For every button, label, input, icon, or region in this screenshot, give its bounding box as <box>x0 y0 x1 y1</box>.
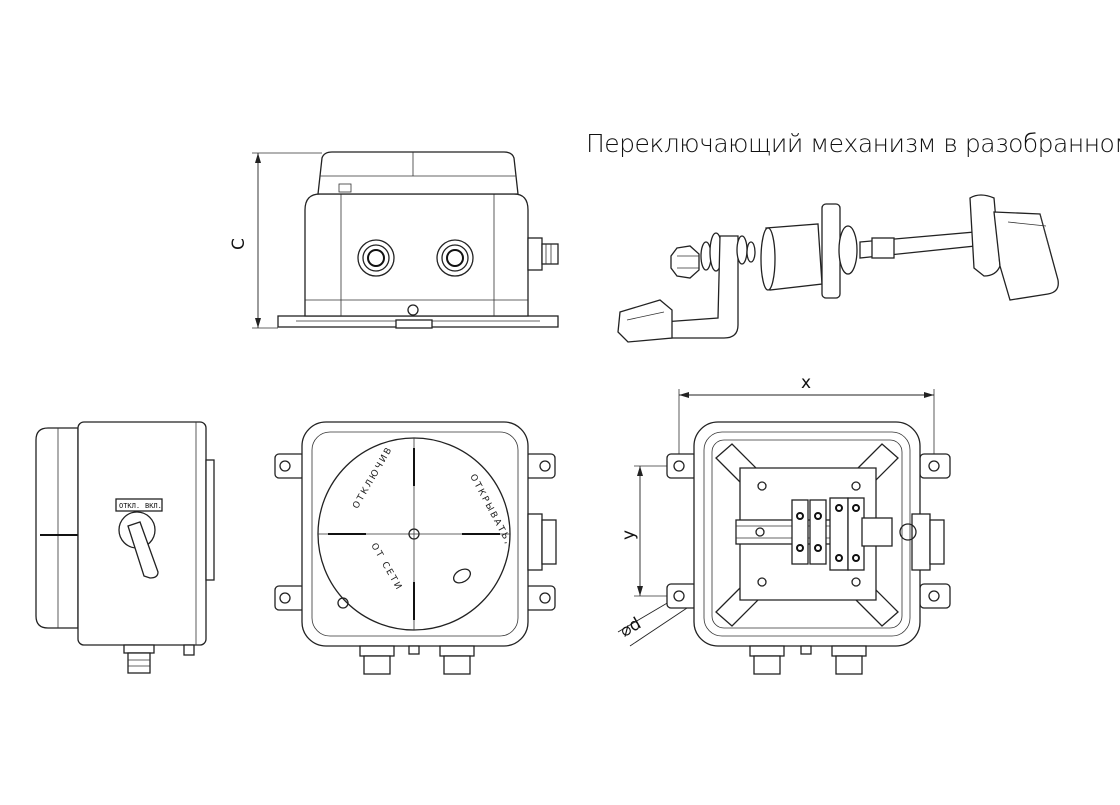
handle-lever <box>993 211 1059 301</box>
dim-x-label: x <box>801 373 811 393</box>
dim-y-label: y <box>619 530 639 540</box>
nut <box>670 245 700 279</box>
drawing-title: Переключающий механизм в разобранном вид… <box>586 129 1120 158</box>
switch-lever <box>127 521 159 579</box>
side-view: C <box>229 151 559 329</box>
handle-knob <box>969 194 1001 277</box>
exploded-mechanism <box>617 194 1059 343</box>
terminal-block <box>791 497 865 571</box>
front-view-switch: ОТКЛ. ВКЛ. <box>35 421 215 674</box>
cable-gland-left <box>357 239 395 277</box>
cable-gland-right <box>436 239 474 277</box>
switch-label-off: ОТКЛ. <box>119 502 140 510</box>
switch-label-on: ВКЛ. <box>145 502 162 510</box>
front-view-open: x y ⌀d <box>617 373 951 675</box>
dim-d-label: ⌀d <box>617 614 645 642</box>
dim-c-label: C <box>229 238 249 250</box>
front-view-cover: ОТКРЫВАТЬ, ОТКЛЮЧИВ ОТ СЕТИ <box>274 421 557 675</box>
